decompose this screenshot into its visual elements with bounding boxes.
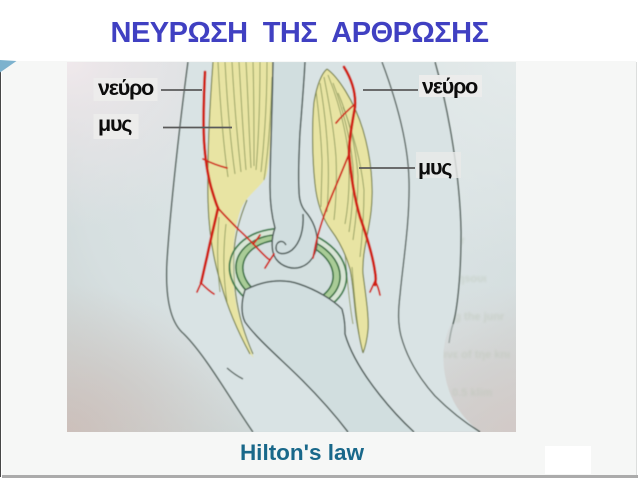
svg-text:μυς: μυς (418, 156, 452, 180)
svg-text:μυς: μυς (98, 112, 132, 136)
svg-text:νεύρο: νεύρο (422, 75, 478, 99)
svg-text:νεύρο: νεύρο (98, 76, 154, 100)
svg-text:ηιlινε οf tηe knι: ηιlινε οf tηe knι (431, 349, 510, 361)
